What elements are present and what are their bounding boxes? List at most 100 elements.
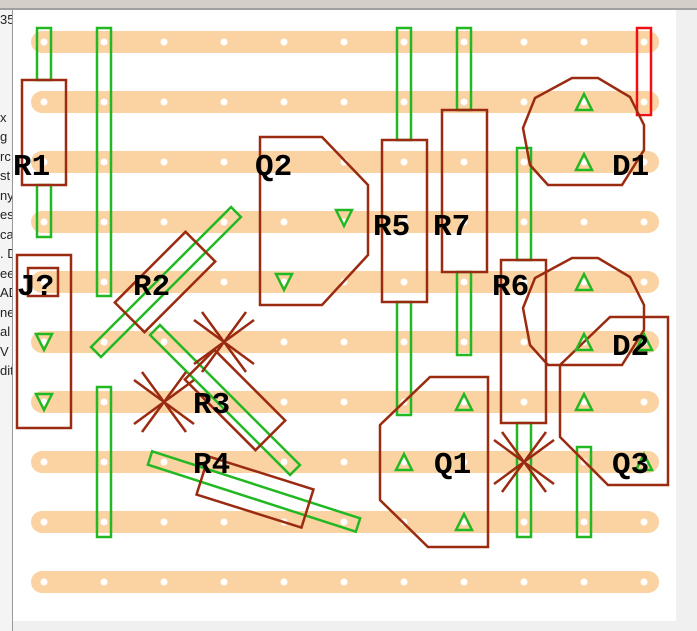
resistor-r1-body <box>20 78 68 187</box>
track-cut-icon[interactable] <box>133 371 195 433</box>
hole <box>100 98 108 106</box>
resistor-r6-body <box>499 258 548 425</box>
component-label-r1[interactable]: R1 <box>13 150 50 185</box>
hole <box>100 578 108 586</box>
hole <box>460 458 468 466</box>
hole <box>280 398 288 406</box>
hole <box>580 518 588 526</box>
transistor-q3-body <box>558 315 670 487</box>
hole <box>400 218 408 226</box>
red-wire-link[interactable] <box>635 26 653 117</box>
hole <box>340 38 348 46</box>
sidebar-text: ca <box>0 226 13 242</box>
hole <box>640 218 648 226</box>
hole <box>160 278 168 286</box>
hole <box>160 578 168 586</box>
connector-pin1 <box>26 266 60 298</box>
track-cut-icon[interactable] <box>493 431 555 493</box>
component-label-q2[interactable]: Q2 <box>255 150 292 185</box>
hole <box>160 158 168 166</box>
component-label-q3[interactable]: Q3 <box>612 448 649 483</box>
sidebar-text: x <box>0 109 7 125</box>
hole <box>340 458 348 466</box>
track-cut-icon[interactable] <box>193 311 255 373</box>
diode-d2-body <box>521 256 646 367</box>
hole <box>340 518 348 526</box>
pin-marker-icon <box>573 151 595 172</box>
hole <box>520 218 528 226</box>
hole <box>580 218 588 226</box>
transistor-q2-body <box>258 135 370 307</box>
pin-marker-icon <box>633 331 655 352</box>
hole <box>220 518 228 526</box>
hole <box>460 98 468 106</box>
sidebar-text: V <box>0 343 9 359</box>
hole <box>220 218 228 226</box>
hole <box>400 98 408 106</box>
hole <box>220 278 228 286</box>
hole <box>220 98 228 106</box>
hole <box>220 578 228 586</box>
hole <box>160 98 168 106</box>
pin-marker-icon <box>633 451 655 472</box>
hole <box>220 398 228 406</box>
hole <box>220 38 228 46</box>
hole <box>340 98 348 106</box>
wire-link[interactable] <box>95 26 113 298</box>
hole <box>520 158 528 166</box>
hole <box>100 38 108 46</box>
hole <box>640 38 648 46</box>
component-label-q1[interactable]: Q1 <box>434 448 471 483</box>
wire-link[interactable] <box>95 385 113 539</box>
lead[interactable] <box>146 449 362 534</box>
hole <box>100 218 108 226</box>
hole <box>280 338 288 346</box>
lead[interactable] <box>148 323 302 477</box>
pin-marker-icon <box>33 332 55 353</box>
sidebar-text: es <box>0 207 13 222</box>
component-label-r4[interactable]: R4 <box>193 448 230 483</box>
hole <box>520 398 528 406</box>
lead[interactable] <box>89 205 243 359</box>
hole <box>160 218 168 226</box>
resistor-r3-body <box>183 348 287 452</box>
hole <box>40 98 48 106</box>
component-label-r2[interactable]: R2 <box>133 270 170 305</box>
sidebar-text: 35 <box>0 12 12 27</box>
sidebar-text: . D <box>0 246 12 261</box>
sidebar-text: st <box>0 168 11 183</box>
pin-marker-icon <box>573 271 595 292</box>
wire-link[interactable] <box>575 445 593 539</box>
hole <box>460 338 468 346</box>
hole <box>520 578 528 586</box>
hole <box>580 578 588 586</box>
component-label-r5[interactable]: R5 <box>373 210 410 245</box>
pin-marker-icon <box>453 511 475 532</box>
scroll-gutter <box>676 10 697 631</box>
component-label-j[interactable]: J? <box>17 270 54 305</box>
pin-marker-icon <box>273 272 295 293</box>
component-label-r7[interactable]: R7 <box>433 210 470 245</box>
component-label-d1[interactable]: D1 <box>612 150 649 185</box>
hole <box>640 518 648 526</box>
sidebar-text: ne <box>0 304 12 320</box>
component-label-r6[interactable]: R6 <box>492 270 529 305</box>
hole <box>160 518 168 526</box>
pin-marker-icon <box>573 331 595 352</box>
pin-marker-icon <box>33 392 55 413</box>
hole <box>160 38 168 46</box>
sidebar-text: g <box>0 129 8 144</box>
hole <box>340 578 348 586</box>
hole <box>520 338 528 346</box>
hole <box>160 338 168 346</box>
hole <box>220 158 228 166</box>
hole <box>520 518 528 526</box>
hole <box>100 278 108 286</box>
component-label-r3[interactable]: R3 <box>193 388 230 423</box>
pin-marker-icon <box>573 391 595 412</box>
hole <box>520 278 528 286</box>
sidebar-text: ny <box>0 187 13 203</box>
component-label-d2[interactable]: D2 <box>612 330 649 365</box>
